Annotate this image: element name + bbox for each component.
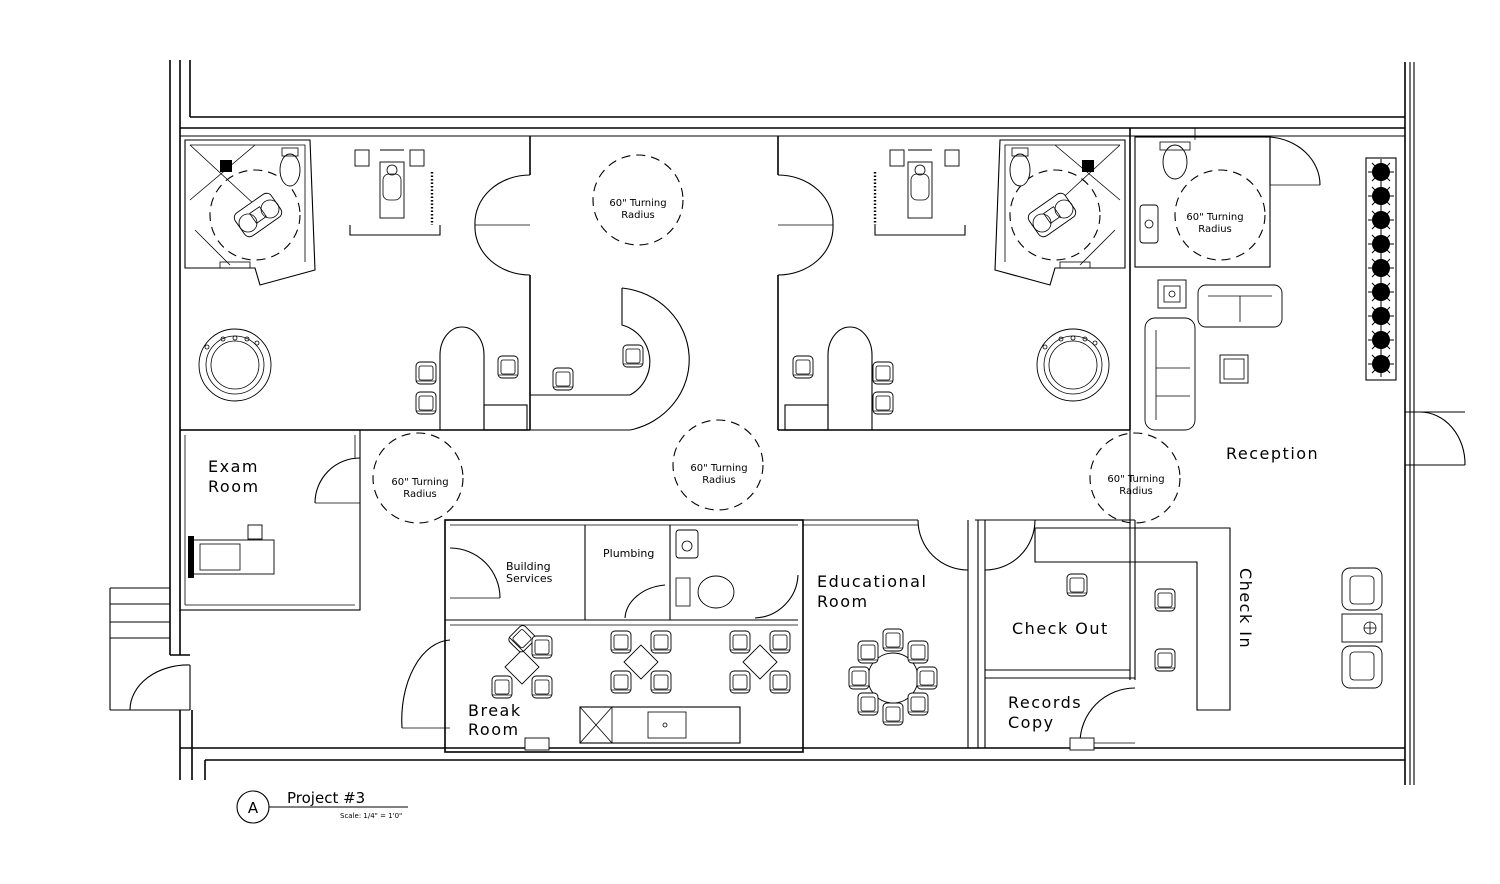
records-copy-label-line2: Copy [1008,713,1055,732]
central-waiting [530,287,690,431]
check-in-label: Check In [1236,568,1255,649]
svg-text:60" Turning: 60" Turning [609,198,666,209]
svg-text:60" Turning: 60" Turning [690,463,747,474]
svg-text:60" Turning: 60" Turning [1186,212,1243,223]
svg-text:Radius: Radius [621,210,655,221]
svg-text:Radius: Radius [403,489,437,500]
plumbing-label: Plumbing [603,547,654,560]
exterior-walls [109,60,1466,785]
detail-bubble-letter: A [248,799,259,817]
turning-radius-label-5: 60" Turning Radius [1107,474,1164,497]
break-room-label-line2: Room [468,720,520,739]
exam-room-label-line1: Exam [208,457,259,476]
building-services-label-line2: Services [506,572,553,585]
reception-label: Reception [1226,444,1319,463]
turning-radius-label-3: 60" Turning Radius [391,477,448,500]
reception-area [1034,128,1397,711]
turning-radius-label-4: 60" Turning Radius [690,463,747,486]
exam-room [179,429,361,611]
svg-text:60" Turning: 60" Turning [391,477,448,488]
building-services-label-line1: Building [506,560,551,573]
records-copy-label-line1: Records [1008,693,1082,712]
title-block: A Project #3 Scale: 1/4" = 1'0" [236,789,408,824]
education-checkout-block [803,430,1136,751]
turning-radius-markers [372,154,1181,524]
turning-radius-label-2: 60" Turning Radius [1186,212,1243,235]
svg-text:Radius: Radius [1198,224,1232,235]
check-out-label: Check Out [1012,619,1109,638]
drawing-scale: Scale: 1/4" = 1'0" [340,812,402,820]
left-suite [180,136,531,431]
educational-room-label-line1: Educational [817,572,927,591]
svg-text:Radius: Radius [702,475,736,486]
break-room-label-line1: Break [468,701,522,720]
service-block [401,519,804,753]
educational-room-label-line2: Room [817,592,869,611]
exam-room-label-line2: Room [208,477,260,496]
svg-text:60" Turning: 60" Turning [1107,474,1164,485]
turning-radius-label-1: 60" Turning Radius [609,198,666,221]
right-suite [777,128,1131,431]
svg-text:Radius: Radius [1119,486,1153,497]
drawing-title: Project #3 [287,789,365,807]
